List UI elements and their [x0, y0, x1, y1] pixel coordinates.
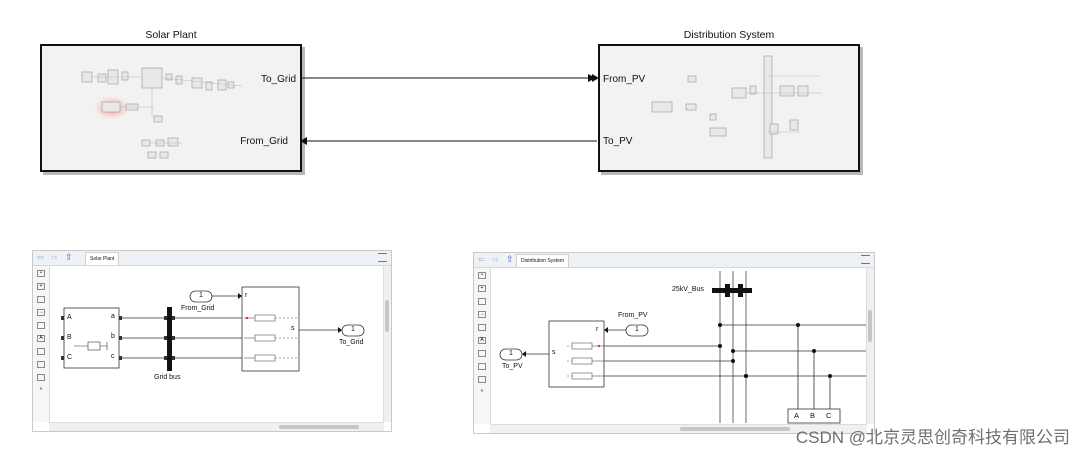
port-s: s	[552, 349, 556, 356]
arrow-icon[interactable]: →	[478, 311, 486, 318]
to-grid-goto-block[interactable]	[341, 324, 365, 337]
meas-label-c: C	[826, 411, 832, 420]
grid-bus-label: Grid bus	[154, 374, 181, 381]
from-pv-port: From_PV	[603, 74, 646, 85]
grid-bus-bar[interactable]	[167, 307, 172, 371]
from-grid-arrowhead	[300, 137, 307, 145]
area-icon[interactable]	[478, 350, 486, 357]
zoom-icon[interactable]: +	[478, 285, 486, 292]
25kv-bus-bar[interactable]	[712, 288, 752, 293]
solar-window-vscroll[interactable]	[383, 266, 391, 422]
image-icon[interactable]	[478, 324, 486, 331]
solar-window-palette: • + → A »	[33, 266, 50, 422]
to-pv-tag: To_PV	[502, 363, 523, 370]
solar-window-toolbar: ⇦ ⇨ ⇧ Solar Plant	[33, 251, 391, 266]
expand-icon[interactable]: »	[39, 386, 43, 392]
top-connections	[300, 74, 599, 145]
up-icon[interactable]: ⇧	[65, 252, 73, 262]
hide-icon[interactable]: •	[37, 270, 45, 277]
distribution-system-window[interactable]: ⇦ ⇨ ⇧ Distribution System • + → A »	[473, 252, 875, 434]
bus-label: 25kV_Bus	[672, 286, 704, 293]
solar-plant-window[interactable]: ⇦ ⇨ ⇧ Solar Plant • + → A »	[32, 250, 392, 432]
menu-icon[interactable]	[378, 253, 387, 262]
port-B: B	[67, 334, 72, 341]
port-A: A	[67, 314, 72, 321]
solar-plant-block[interactable]: To_Grid From_Grid	[40, 44, 302, 172]
grid-interface-subsystem[interactable]	[241, 286, 300, 372]
solar-diagram	[61, 286, 365, 372]
port-C: C	[67, 354, 73, 361]
port-r: r	[596, 326, 599, 333]
port-a: a	[111, 313, 115, 320]
port-r: r	[245, 292, 248, 299]
port-b: b	[111, 333, 115, 340]
meas-label-b: B	[810, 411, 816, 420]
from-pv-from-block[interactable]	[625, 324, 649, 337]
meas-label-a: A	[794, 411, 800, 420]
three-phase-source-block[interactable]	[63, 307, 120, 369]
expand-icon[interactable]: »	[480, 388, 484, 394]
from-pv-number: 1	[635, 326, 639, 333]
dist-window-toolbar: ⇦ ⇨ ⇧ Distribution System	[474, 253, 874, 268]
dist-window-palette: • + → A »	[474, 268, 491, 424]
solar-plant-thumbnail	[81, 67, 243, 159]
distribution-system-block[interactable]: From_PV To_PV	[598, 44, 860, 172]
area-icon[interactable]	[37, 348, 45, 355]
up-icon[interactable]: ⇧	[506, 254, 514, 264]
image-icon[interactable]	[37, 322, 45, 329]
tree-icon[interactable]	[478, 376, 486, 383]
fit-icon[interactable]	[478, 298, 486, 305]
solar-window-hscroll[interactable]	[49, 422, 384, 431]
from-pv-input-arrow	[588, 74, 596, 82]
from-pv-tag: From_PV	[618, 312, 648, 319]
arrow-icon[interactable]: →	[37, 309, 45, 316]
to-pv-goto-block[interactable]	[499, 348, 523, 361]
dist-window-vscroll[interactable]	[866, 268, 874, 424]
distribution-system-title: Distribution System	[683, 29, 775, 41]
camera-icon[interactable]	[478, 363, 486, 370]
menu-icon[interactable]	[861, 255, 870, 264]
to-grid-port: To_Grid	[260, 74, 296, 85]
tab-distribution-system[interactable]: Distribution System	[516, 254, 570, 267]
to-pv-port: To_PV	[603, 136, 633, 147]
port-s: s	[291, 325, 295, 332]
to-grid-number: 1	[351, 326, 355, 333]
back-icon[interactable]: ⇦	[37, 253, 44, 262]
tab-solar-plant[interactable]: Solar Plant	[85, 252, 120, 265]
back-icon[interactable]: ⇦	[478, 255, 485, 264]
forward-icon[interactable]: ⇨	[492, 255, 499, 264]
to-pv-number: 1	[509, 350, 513, 357]
text-icon[interactable]: A	[37, 335, 45, 342]
solar-plant-title: Solar Plant	[145, 29, 197, 41]
zoom-icon[interactable]: +	[37, 283, 45, 290]
tree-icon[interactable]	[37, 374, 45, 381]
from-grid-number: 1	[199, 292, 203, 299]
fit-icon[interactable]	[37, 296, 45, 303]
from-grid-port: From_Grid	[240, 136, 288, 147]
port-c: c	[111, 353, 115, 360]
to-grid-tag: To_Grid	[339, 339, 364, 346]
measurement-block[interactable]	[787, 408, 841, 424]
dist-window-hscroll[interactable]	[490, 424, 867, 433]
from-grid-tag: From_Grid	[181, 305, 215, 312]
forward-icon[interactable]: ⇨	[51, 253, 58, 262]
distribution-diagram	[499, 271, 866, 424]
hide-icon[interactable]: •	[478, 272, 486, 279]
text-icon[interactable]: A	[478, 337, 486, 344]
distribution-system-thumbnail	[651, 55, 822, 159]
from-grid-goto-block[interactable]	[189, 290, 213, 303]
camera-icon[interactable]	[37, 361, 45, 368]
watermark: CSDN @北京灵思创奇科技有限公司	[795, 428, 1070, 447]
